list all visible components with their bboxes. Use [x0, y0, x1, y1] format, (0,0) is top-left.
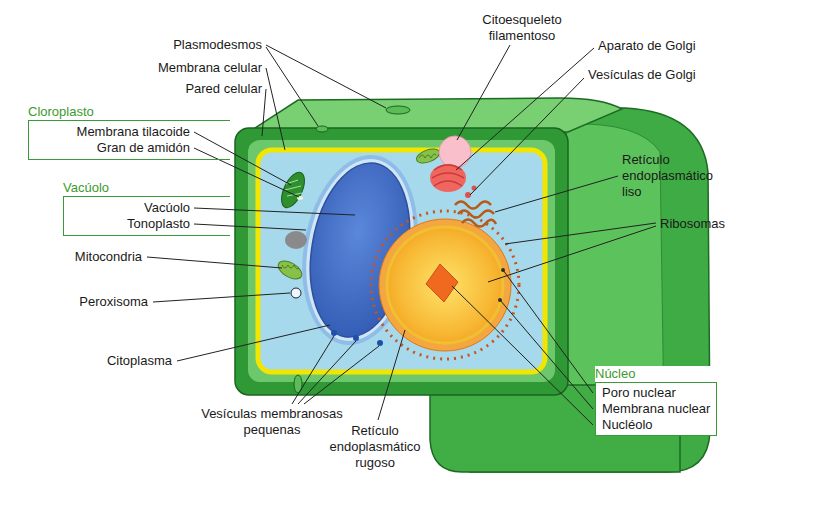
- part-label: Tonoplasto: [72, 216, 190, 232]
- group-bracket: VacúoloTonoplasto: [63, 196, 230, 236]
- cell-wall-top: [252, 98, 622, 132]
- label-group: VacúoloVacúoloTonoplasto: [63, 180, 230, 236]
- part-label: Ribosomas: [660, 216, 725, 232]
- label-group: NúcleoPoro nuclearMembrana nuclearNucléo…: [595, 366, 717, 436]
- grey-body: [285, 231, 307, 249]
- part-label: Retículo endoplasmático liso: [622, 152, 727, 200]
- smooth-er: [455, 202, 496, 227]
- plasmodesma: [316, 126, 328, 132]
- part-label: Vesículas de Golgi: [588, 67, 696, 83]
- part-label: Vesículas membranosas pequenas: [192, 406, 352, 438]
- part-label: Membrana nuclear: [602, 401, 710, 417]
- mitochondrion: [415, 146, 442, 165]
- vesicle: [353, 335, 359, 341]
- vesicle: [377, 340, 383, 346]
- group-bracket: Poro nuclearMembrana nuclearNucléolo: [595, 382, 717, 436]
- part-label: Peroxisoma: [79, 294, 148, 310]
- golgi-apparatus: [430, 164, 477, 198]
- nucleus: [387, 227, 503, 343]
- part-label: Mitocondria: [75, 249, 142, 265]
- peroxisome: [291, 288, 301, 298]
- nucleolus: [426, 264, 458, 302]
- label-group: CloroplastoMembrana tilacoideGran de ami…: [28, 104, 230, 160]
- vesicle: [331, 330, 337, 336]
- mitochondrion: [275, 257, 305, 282]
- part-label: Membrana celular: [158, 60, 262, 76]
- group-heading: Vacúolo: [63, 180, 230, 196]
- group-heading: Cloroplasto: [28, 104, 230, 120]
- part-label: Gran de amidón: [37, 140, 190, 156]
- middle-lamella: [248, 140, 555, 382]
- part-label: Vacúolo: [72, 200, 190, 216]
- ribosome-dots: [371, 211, 519, 359]
- cell-wall-front: [235, 128, 568, 395]
- plasmodesma: [386, 106, 410, 114]
- part-label: Plasmodesmos: [173, 37, 262, 53]
- chloroplast: [277, 169, 309, 211]
- part-label: Pared celular: [185, 81, 262, 97]
- cytoskeleton: [439, 136, 471, 168]
- group-bracket: Membrana tilacoideGran de amidón: [28, 120, 230, 160]
- part-label: Aparato de Golgi: [598, 38, 696, 54]
- part-label: Retículo endoplasmático rugoso: [320, 423, 430, 471]
- part-label: Membrana tilacoide: [37, 124, 190, 140]
- leader-lines: [147, 45, 656, 425]
- group-heading: Núcleo: [595, 366, 717, 382]
- part-label: Citoplasma: [107, 353, 172, 369]
- part-label: Nucléolo: [602, 417, 710, 433]
- part-label: Citoesqueleto filamentoso: [467, 12, 577, 44]
- part-label: Poro nuclear: [602, 385, 710, 401]
- rough-er: [379, 219, 511, 351]
